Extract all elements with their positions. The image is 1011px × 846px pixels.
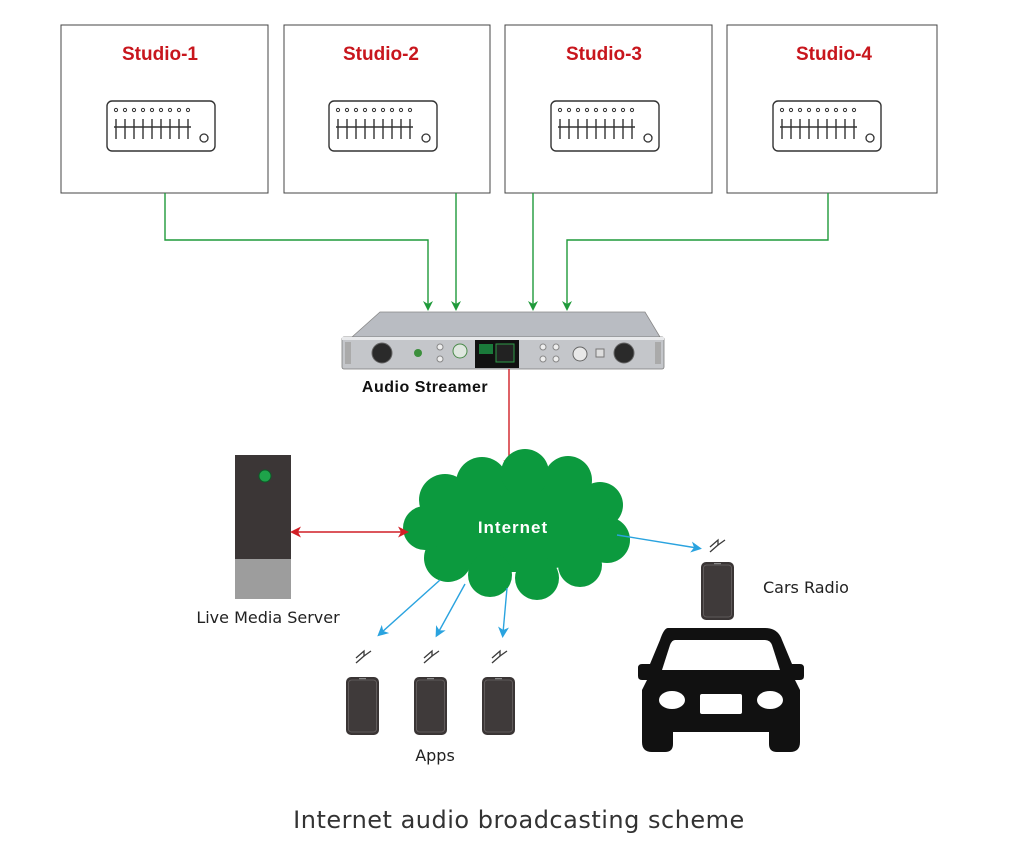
link-studio-4 [562, 193, 829, 311]
mixer-icon [328, 100, 438, 152]
car-radio-group [638, 539, 804, 752]
studio-4-box: Studio-4 [726, 24, 938, 194]
studio-2-box: Studio-2 [283, 24, 491, 194]
link-app-2 [435, 583, 466, 638]
smartphone-icon [345, 676, 380, 736]
smartphone-icon [413, 676, 448, 736]
link-studio-1 [164, 193, 433, 311]
car-icon [638, 628, 804, 752]
mixer-icon [106, 100, 216, 152]
wireless-signal-icon [491, 650, 508, 664]
wireless-signal-icon [423, 650, 440, 664]
studio-1-box: Studio-1 [60, 24, 269, 194]
mixer-icon [772, 100, 882, 152]
media-server-icon [235, 455, 291, 599]
studio-1-title: Studio-1 [122, 44, 198, 65]
diagram-caption: Internet audio broadcasting scheme [293, 806, 745, 834]
cars-radio-label: Cars Radio [763, 578, 849, 597]
mixer-icon [550, 100, 660, 152]
client-links [377, 534, 702, 638]
link-app-3 [498, 587, 510, 638]
studio-3-title: Studio-3 [566, 44, 642, 65]
smartphone-icon [700, 561, 735, 621]
studio-connectors [164, 193, 829, 311]
studio-4-title: Studio-4 [796, 44, 872, 65]
audio-streamer-device [341, 311, 665, 370]
internet-label: Internet [478, 518, 548, 537]
media-server-label: Live Media Server [196, 608, 340, 627]
audio-streamer-label: Audio Streamer [362, 379, 488, 396]
link-app-1 [377, 579, 441, 637]
wireless-signal-icon [355, 650, 372, 664]
apps-group [345, 650, 516, 736]
apps-label: Apps [415, 746, 455, 765]
link-car [616, 534, 702, 553]
internet-cloud: Internet [403, 449, 630, 600]
studio-2-title: Studio-2 [343, 44, 419, 65]
smartphone-icon [481, 676, 516, 736]
wireless-signal-icon [709, 539, 726, 553]
studio-3-box: Studio-3 [504, 24, 713, 194]
